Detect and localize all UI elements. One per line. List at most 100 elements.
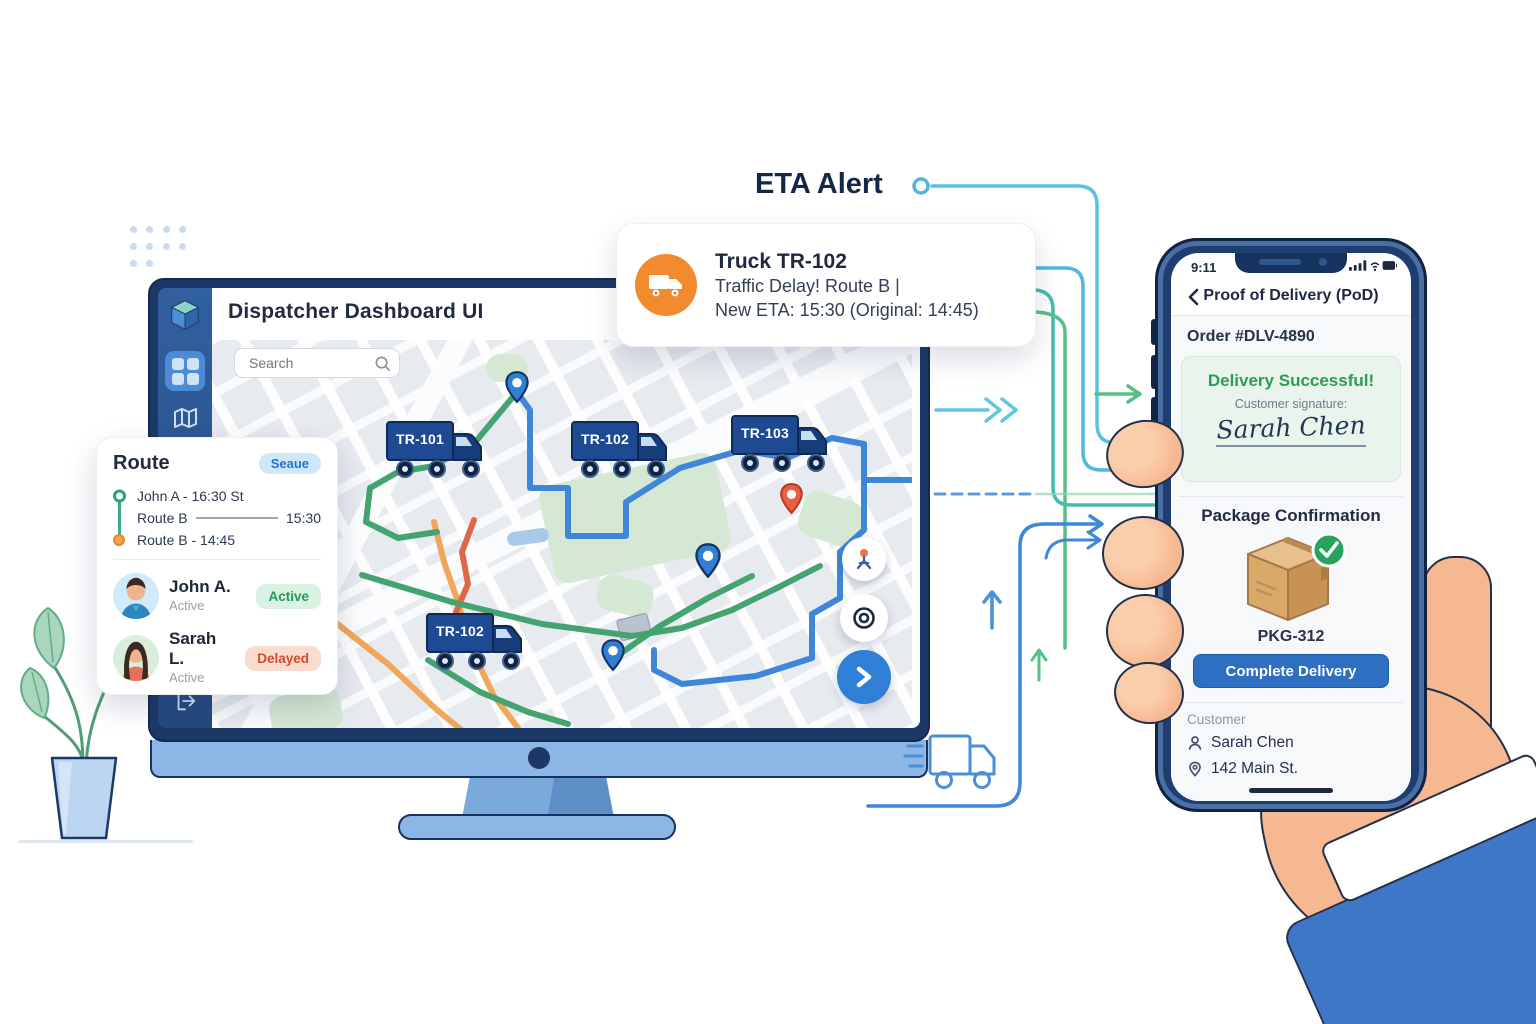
stop-label: Route B - 14:45 bbox=[137, 532, 236, 548]
package-id: PKG-312 bbox=[1257, 628, 1325, 645]
phone-header: Proof of Delivery (PoD) bbox=[1171, 283, 1411, 315]
divider bbox=[113, 559, 321, 560]
monitor-stand bbox=[462, 778, 614, 818]
complete-delivery-button[interactable]: Complete Delivery bbox=[1193, 654, 1389, 688]
send-navigate-button[interactable] bbox=[837, 650, 891, 704]
home-indicator[interactable] bbox=[1249, 788, 1333, 793]
back-button[interactable] bbox=[1185, 288, 1205, 308]
green-right-arrow-icon bbox=[1094, 384, 1142, 404]
eta-alert-card[interactable]: Truck TR-102 Traffic Delay! Route B | Ne… bbox=[616, 223, 1036, 347]
alert-line-2: New ETA: 15:30 (Original: 14:45) bbox=[715, 299, 979, 320]
phone-page-title: Proof of Delivery (PoD) bbox=[1203, 287, 1379, 304]
divider bbox=[1179, 496, 1403, 497]
customer-address: 142 Main St. bbox=[1211, 760, 1299, 777]
divider bbox=[1179, 702, 1403, 703]
status-badge: Active bbox=[256, 583, 321, 609]
route-stop: John A - 16:30 St bbox=[113, 485, 321, 507]
avatar bbox=[113, 573, 159, 619]
truck-label: TR-103 bbox=[741, 425, 789, 441]
phone-silent-switch bbox=[1151, 319, 1157, 345]
phone-screen: 9:11 Proof of Delivery (PoD) Order #DLV-… bbox=[1171, 253, 1411, 801]
status-badge: Delayed bbox=[245, 645, 321, 671]
map-truck-marker[interactable]: TR-101 bbox=[385, 418, 489, 478]
map-pin-blue[interactable] bbox=[600, 638, 626, 677]
order-number: Order #DLV-4890 bbox=[1187, 328, 1315, 345]
alert-title: Truck TR-102 bbox=[715, 249, 847, 273]
person-icon bbox=[1188, 736, 1202, 750]
back-chevron-icon bbox=[1188, 288, 1199, 306]
stop-time: 15:30 bbox=[285, 510, 321, 526]
phone-notch bbox=[1235, 253, 1347, 273]
customer-name: Sarah Chen bbox=[1211, 734, 1294, 751]
truck-label: TR-102 bbox=[436, 623, 484, 639]
origin-marker-icon bbox=[113, 489, 126, 503]
truck-label: TR-101 bbox=[396, 431, 444, 447]
avatar bbox=[113, 635, 159, 681]
package-confirmation-title: Package Confirmation bbox=[1201, 506, 1381, 525]
customer-section-label: Customer bbox=[1187, 712, 1246, 727]
signature-line bbox=[1216, 445, 1366, 447]
send-chevron-icon bbox=[856, 666, 872, 688]
sidebar-item-dashboard[interactable] bbox=[165, 351, 205, 391]
signal-wifi-battery-icons bbox=[1349, 259, 1398, 277]
search-box bbox=[234, 348, 400, 378]
double-chevron-arrow-icon bbox=[934, 397, 1018, 423]
alert-line-1: Traffic Delay! Route B | bbox=[715, 275, 900, 296]
delivery-success-headline: Delivery Successful! bbox=[1207, 371, 1375, 390]
green-up-arrow-icon bbox=[1030, 648, 1048, 682]
check-icon bbox=[1311, 532, 1347, 568]
pegman-pin-icon bbox=[856, 549, 872, 570]
package-logo-icon bbox=[168, 298, 202, 337]
signature-label: Customer signature: bbox=[1234, 397, 1348, 411]
delivery-success-card: Delivery Successful! Customer signature:… bbox=[1181, 356, 1401, 482]
customer-address-row: 142 Main St. bbox=[1187, 760, 1298, 778]
eta-dash-line bbox=[195, 517, 278, 519]
monitor-chin bbox=[150, 740, 928, 778]
sidebar-item-map[interactable] bbox=[172, 405, 198, 436]
driver-subtitle: Active bbox=[169, 598, 205, 613]
package-illustration bbox=[1233, 530, 1349, 631]
route-card-badge[interactable]: Seaue bbox=[258, 453, 321, 474]
locate-me-button[interactable] bbox=[840, 594, 888, 642]
truck-label: TR-102 bbox=[581, 431, 629, 447]
monitor-base bbox=[398, 814, 676, 840]
map-truck-marker[interactable]: TR-102 bbox=[570, 418, 674, 478]
driver-name: Sarah L. bbox=[169, 629, 217, 668]
location-pin-icon bbox=[1189, 761, 1201, 777]
driver-name: John A. bbox=[169, 577, 231, 596]
monitor-power-button[interactable] bbox=[528, 747, 550, 769]
search-icon bbox=[375, 356, 390, 371]
stop-label: Route B bbox=[137, 510, 188, 526]
status-time: 9:11 bbox=[1191, 260, 1217, 275]
pod-body: Order #DLV-4890 Delivery Successful! Cus… bbox=[1171, 316, 1411, 801]
customer-name-row: Sarah Chen bbox=[1187, 734, 1294, 752]
route-timeline: John A - 16:30 St Route B 15:30 Route B … bbox=[113, 485, 321, 551]
decor-dot-grid bbox=[130, 226, 220, 278]
route-stop: Route B - 14:45 bbox=[113, 529, 321, 551]
timeline-connector bbox=[118, 498, 121, 540]
map-truck-marker[interactable]: TR-102 bbox=[425, 610, 529, 670]
phone: 9:11 Proof of Delivery (PoD) Order #DLV-… bbox=[1151, 238, 1427, 812]
stop-label: John A - 16:30 St bbox=[137, 488, 244, 504]
truck-icon bbox=[649, 275, 682, 297]
locate-target-icon bbox=[853, 607, 875, 629]
driver-subtitle: Active bbox=[169, 670, 205, 685]
route-card-title: Route bbox=[113, 452, 170, 474]
ground-line bbox=[18, 840, 193, 843]
map-truck-marker[interactable]: TR-103 bbox=[730, 412, 834, 472]
street-view-button[interactable] bbox=[842, 537, 886, 581]
finger bbox=[1106, 594, 1184, 668]
map-pin-blue[interactable] bbox=[504, 370, 530, 409]
divider bbox=[1171, 315, 1411, 316]
driver-row[interactable]: Sarah L. Active Delayed bbox=[113, 624, 321, 692]
map-pin-blue[interactable] bbox=[694, 542, 722, 584]
blue-small-arrow-icon bbox=[1044, 530, 1102, 560]
driver-row[interactable]: John A. Active Active bbox=[113, 568, 321, 624]
map-pin-destination[interactable] bbox=[779, 482, 804, 520]
search-input[interactable] bbox=[247, 354, 374, 372]
destination-marker-icon bbox=[113, 534, 125, 546]
eta-node-icon bbox=[912, 177, 930, 195]
blue-up-arrow-icon bbox=[982, 590, 1002, 630]
route-card: Route Seaue John A - 16:30 St Route B 15… bbox=[96, 437, 338, 695]
